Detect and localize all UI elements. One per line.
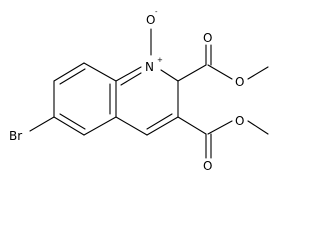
ester-top [177, 44, 269, 82]
top-ether-oxygen-label: O [235, 75, 244, 89]
oxygen-charge: - [155, 8, 158, 16]
chemical-structure: Br N + O - O O O O [9, 8, 269, 173]
bottom-carbonyl-oxygen-label: O [203, 159, 212, 173]
structure-canvas: Br N + O - O O O O [9, 8, 269, 173]
bottom-ether-oxygen-label: O [235, 114, 244, 128]
top-carbonyl-oxygen-label: O [203, 31, 212, 45]
bromine-label: Br [9, 129, 22, 143]
benzene-ring [53, 62, 117, 136]
ester-bottom [177, 116, 269, 159]
ring-nitrogen-label: N [145, 60, 154, 74]
bromine-bond [29, 116, 55, 132]
nitrogen-charge: + [157, 56, 163, 64]
n-oxide-oxygen-label: O [146, 13, 155, 27]
pyridine-ring [115, 66, 179, 136]
